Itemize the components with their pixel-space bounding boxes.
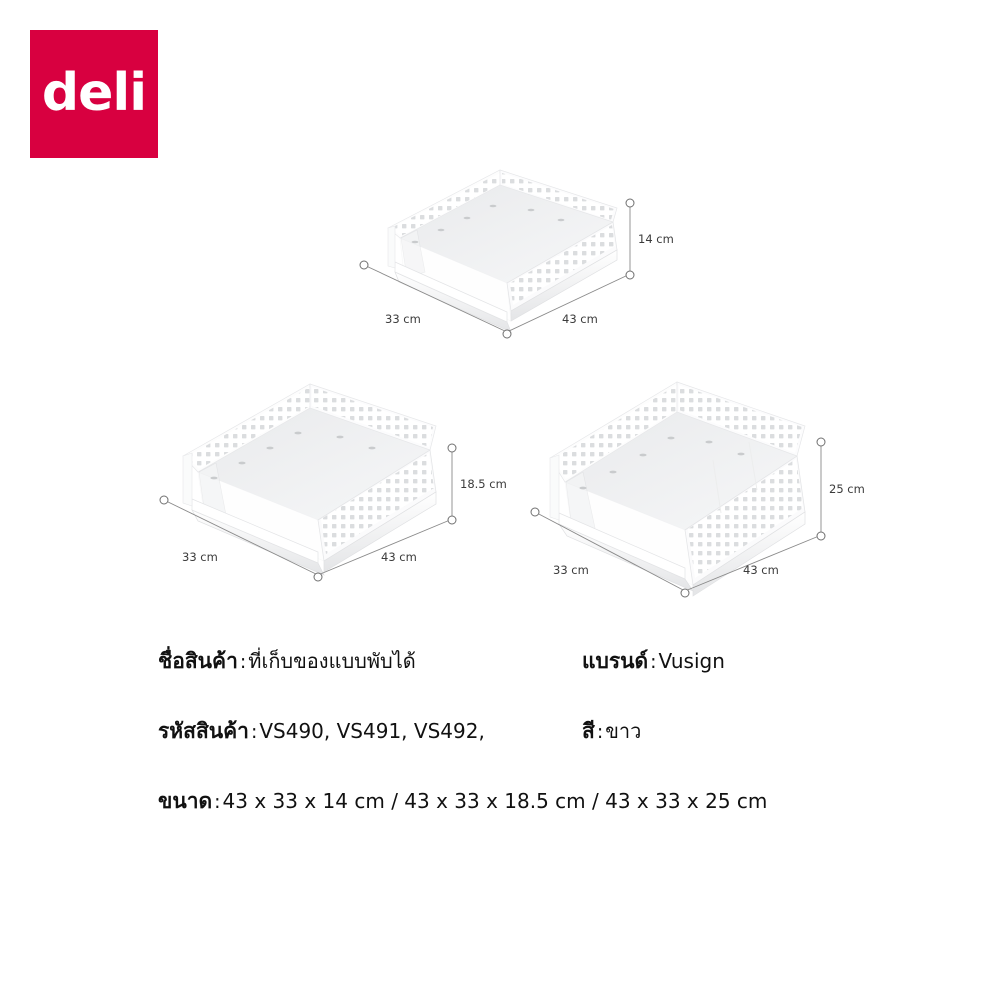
- basket-14cm-svg: [387, 169, 618, 333]
- dimension-width-label: 43 cm: [743, 563, 779, 577]
- dimension-height-label: 18.5 cm: [460, 477, 507, 491]
- spec-brand-label: แบรนด์: [582, 649, 649, 673]
- spec-row-name-brand: ชื่อสินค้า:ที่เก็บของแบบพับได้ แบรนด์:Vu…: [0, 645, 1000, 715]
- spec-size-value: 43 x 33 x 14 cm / 43 x 33 x 18.5 cm / 43…: [222, 789, 768, 813]
- deli-wordmark: deli: [41, 63, 147, 123]
- spec-product-name-value: ที่เก็บของแบบพับได้: [248, 649, 416, 673]
- spec-product-code: รหัสสินค้า:VS490, VS491, VS492,: [158, 715, 485, 748]
- spec-color: สี:ขาว: [582, 715, 641, 748]
- spec-product-code-value: VS490, VS491, VS492,: [259, 719, 485, 743]
- spec-color-separator: :: [596, 721, 604, 743]
- product-render-basket-14cm: 14 cm 33 cm 43 cm: [355, 150, 674, 370]
- spec-product-code-label: รหัสสินค้า: [158, 719, 249, 743]
- dimension-depth-label: 33 cm: [182, 550, 218, 564]
- dimension-height-label: 25 cm: [829, 482, 865, 496]
- basket-18-5cm-dimension-lines: [159, 443, 457, 582]
- spec-product-name-separator: :: [239, 651, 247, 673]
- spec-size-separator: :: [214, 791, 221, 813]
- spec-product-name-label: ชื่อสินค้า: [158, 649, 238, 673]
- spec-product-name: ชื่อสินค้า:ที่เก็บของแบบพับได้: [158, 645, 416, 678]
- spec-color-label: สี: [582, 719, 595, 743]
- dimension-depth-label: 33 cm: [385, 312, 421, 326]
- spec-size-label: ขนาด: [158, 789, 213, 813]
- basket-18-5cm-svg: [182, 383, 437, 576]
- dimension-width-label: 43 cm: [381, 550, 417, 564]
- specification-list: ชื่อสินค้า:ที่เก็บของแบบพับได้ แบรนด์:Vu…: [0, 645, 1000, 855]
- spec-brand: แบรนด์:Vusign: [582, 645, 725, 678]
- spec-brand-separator: :: [650, 651, 657, 673]
- product-illustrations: 14 cm 33 cm 43 cm: [0, 150, 1000, 630]
- basket-14cm-dimension-lines: [359, 198, 635, 339]
- deli-brand-logo: deli: [30, 30, 158, 158]
- product-render-basket-25cm: 25 cm 33 cm 43 cm: [525, 360, 865, 600]
- spec-row-code-color: รหัสสินค้า:VS490, VS491, VS492, สี:ขาว: [0, 715, 1000, 785]
- spec-size: ขนาด:43 x 33 x 14 cm / 43 x 33 x 18.5 cm…: [158, 785, 767, 818]
- spec-color-value: ขาว: [605, 719, 642, 743]
- dimension-depth-label: 33 cm: [553, 563, 589, 577]
- dimension-width-label: 43 cm: [562, 312, 598, 326]
- spec-brand-value: Vusign: [658, 649, 725, 673]
- spec-product-code-separator: :: [250, 721, 258, 743]
- basket-25cm-dimension-lines: [530, 437, 826, 598]
- product-render-basket-18-5cm: 18.5 cm 33 cm 43 cm: [150, 360, 507, 590]
- dimension-height-label: 14 cm: [638, 232, 674, 246]
- spec-row-size: ขนาด:43 x 33 x 14 cm / 43 x 33 x 18.5 cm…: [0, 785, 1000, 855]
- basket-25cm-svg: [549, 381, 806, 597]
